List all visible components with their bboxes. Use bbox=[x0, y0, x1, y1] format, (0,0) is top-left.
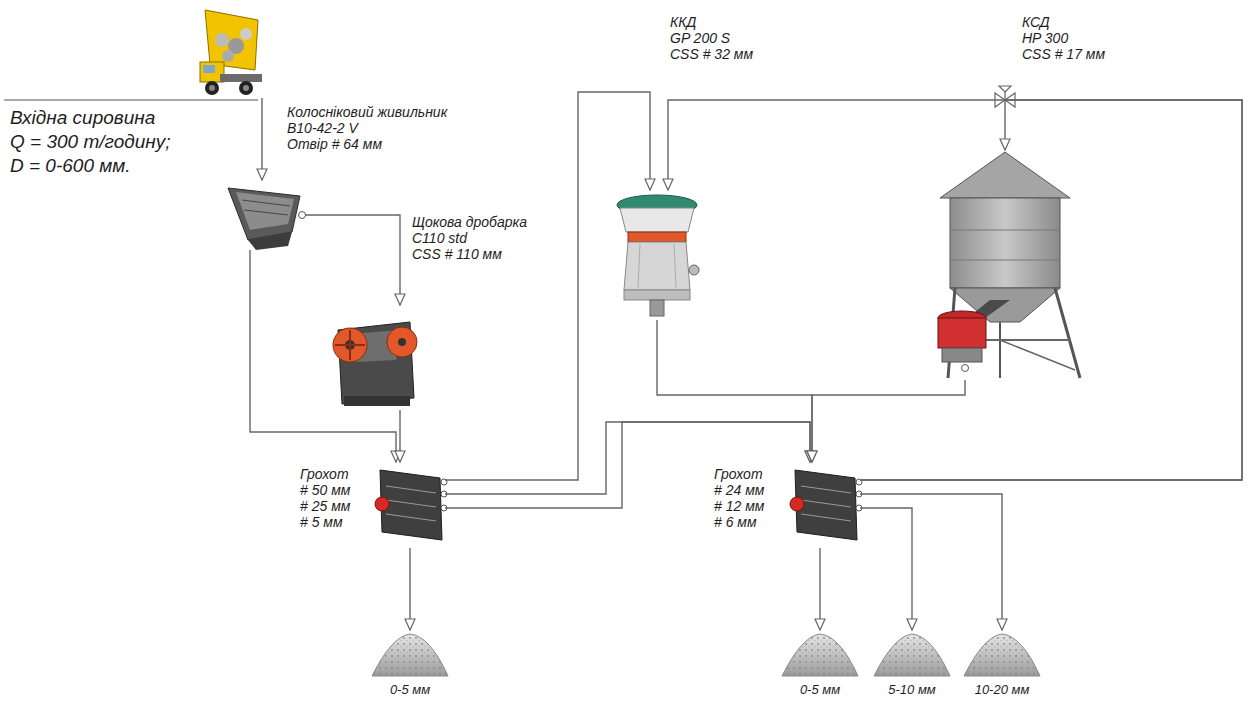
vibrating-screen bbox=[375, 470, 447, 540]
screen-unit: Грохот# 50 мм# 25 мм# 5 мм bbox=[375, 462, 445, 548]
flow-line bbox=[860, 508, 912, 630]
equipment-label: Грохот# 24 мм# 12 мм# 6 мм bbox=[714, 466, 764, 530]
label-line: Грохот bbox=[300, 466, 350, 482]
label-line: CSS # 32 мм bbox=[670, 46, 753, 62]
crusher-unit: ККДGP 200 SCSS # 32 мм bbox=[612, 190, 702, 320]
label-line: C110 std bbox=[412, 230, 527, 246]
label-line: Отвір # 64 мм bbox=[287, 136, 447, 152]
cone-crusher-silo bbox=[938, 152, 1080, 378]
flow-line bbox=[409, 548, 410, 630]
grizzly-feeder bbox=[228, 188, 306, 250]
label-line: # 25 мм bbox=[300, 498, 350, 514]
equipment-label: 0-5 мм bbox=[780, 682, 860, 697]
screen-unit: Грохот# 24 мм# 12 мм# 6 мм bbox=[790, 462, 860, 548]
equipment-label: Вхідна сировинаQ = 300 т/годину;D = 0-60… bbox=[10, 106, 171, 178]
flow-line bbox=[261, 98, 262, 180]
flow-line bbox=[399, 410, 400, 462]
equipment-label: 10-20 мм bbox=[962, 682, 1042, 697]
equipment-label: Колосніковий живильникB10-42-2 VОтвір # … bbox=[287, 104, 447, 152]
stockpile bbox=[372, 634, 1040, 676]
flow-line bbox=[657, 320, 812, 462]
jaw-crusher bbox=[333, 322, 417, 406]
flow-line bbox=[812, 380, 965, 462]
flow-line bbox=[819, 548, 820, 630]
equipment-label: Щокова дробаркаC110 stdCSS # 110 мм bbox=[412, 214, 527, 262]
label-line: B10-42-2 V bbox=[287, 120, 447, 136]
dump-truck bbox=[200, 10, 262, 95]
label-line: 0-5 мм bbox=[370, 682, 450, 697]
feeder-unit: Колосніковий живильникB10-42-2 VОтвір # … bbox=[225, 180, 305, 250]
label-line: Колосніковий живильник bbox=[287, 104, 447, 120]
flow-line bbox=[860, 100, 1242, 480]
label-line: 10-20 мм bbox=[962, 682, 1042, 697]
input-line bbox=[4, 99, 258, 100]
label-line: ККД bbox=[670, 14, 753, 30]
product-pile: 0-5 мм bbox=[780, 630, 860, 678]
crusher-unit: КСДHP 300CSS # 17 мм bbox=[930, 150, 1095, 380]
cone-crusher bbox=[617, 195, 699, 316]
label-line: Вхідна сировина bbox=[10, 106, 171, 130]
product-pile: 5-10 мм bbox=[872, 630, 952, 678]
label-line: HP 300 bbox=[1022, 30, 1105, 46]
equipment-label: 5-10 мм bbox=[872, 682, 952, 697]
flow-line bbox=[250, 250, 396, 462]
label-line: КСД bbox=[1022, 14, 1105, 30]
equipment-label: КСДHP 300CSS # 17 мм bbox=[1022, 14, 1105, 62]
label-line: # 6 мм bbox=[714, 514, 764, 530]
product-pile: 0-5 мм bbox=[370, 630, 450, 678]
label-line: Грохот bbox=[714, 466, 764, 482]
vibrating-screen bbox=[790, 470, 862, 540]
label-line: 5-10 мм bbox=[872, 682, 952, 697]
equipment-label: Грохот# 50 мм# 25 мм# 5 мм bbox=[300, 466, 350, 530]
label-line: CSS # 17 мм bbox=[1022, 46, 1105, 62]
label-line: GP 200 S bbox=[670, 30, 753, 46]
label-line: # 5 мм bbox=[300, 514, 350, 530]
label-line: Щокова дробарка bbox=[412, 214, 527, 230]
equipment-label: ККДGP 200 SCSS # 32 мм bbox=[670, 14, 753, 62]
flow-line bbox=[445, 422, 810, 508]
equipment-label: 0-5 мм bbox=[370, 682, 450, 697]
flow-line bbox=[305, 215, 400, 305]
flow-line bbox=[668, 100, 1242, 480]
feed-source: Вхідна сировинаQ = 300 т/годину;D = 0-60… bbox=[195, 8, 265, 98]
label-line: # 24 мм bbox=[714, 482, 764, 498]
crusher-unit: Щокова дробаркаC110 stdCSS # 110 мм bbox=[325, 305, 420, 410]
label-line: Q = 300 т/годину; bbox=[10, 130, 171, 154]
label-line: # 12 мм bbox=[714, 498, 764, 514]
label-line: D = 0-600 мм. bbox=[10, 154, 171, 178]
flow-line bbox=[860, 494, 1002, 630]
label-line: # 50 мм bbox=[300, 482, 350, 498]
product-pile: 10-20 мм bbox=[962, 630, 1042, 678]
label-line: 0-5 мм bbox=[780, 682, 860, 697]
label-line: CSS # 110 мм bbox=[412, 246, 527, 262]
